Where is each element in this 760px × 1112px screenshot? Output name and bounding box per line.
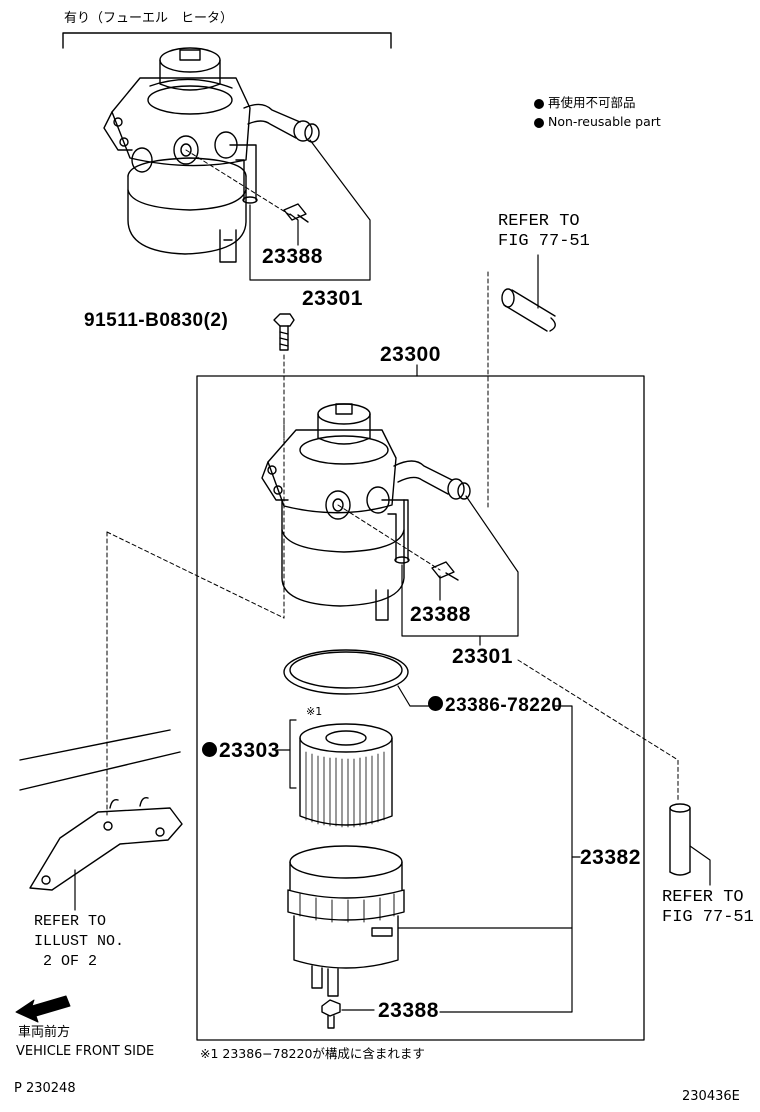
o-ring-23386: [283, 649, 409, 695]
refer-top-1: REFER TO: [498, 212, 580, 231]
variant-bracket: [62, 32, 392, 49]
leader-23386-right: [439, 705, 573, 1013]
part-23382[interactable]: 23382: [580, 846, 641, 869]
part-23303[interactable]: 23303: [202, 740, 280, 761]
figure-code: 230436E: [682, 1089, 740, 1104]
refer-illust-2: ILLUST NO.: [34, 933, 125, 950]
refer-right-2: FIG 77-51: [662, 908, 754, 927]
top-filter-assembly: [103, 47, 320, 263]
refer-pipe-top: [501, 254, 556, 332]
refer-right-1: REFER TO: [662, 888, 744, 907]
part-23388-bot[interactable]: 23388: [378, 999, 439, 1022]
legend-en: Non-reusable part: [534, 115, 661, 129]
right-refer-dash: [517, 659, 679, 801]
part-91511[interactable]: 91511-B0830(2): [84, 310, 229, 331]
bracket-dash: [106, 531, 285, 619]
non-reusable-dot-icon: [428, 696, 443, 712]
front-jp: 車両前方: [18, 1025, 71, 1040]
assembly-box-23300: [196, 375, 645, 1041]
arrow-left-icon: [15, 995, 71, 1023]
refer-illust-3: 2 OF 2: [34, 953, 98, 970]
filter-element-23303: [299, 723, 393, 828]
non-reusable-dot-icon: [534, 117, 544, 128]
vehicle-bracket: [19, 729, 183, 891]
mid-filter-assembly: [261, 403, 471, 621]
heater-variant-label: 有り（フューエル ヒータ）: [64, 11, 234, 26]
bolt-91511: [273, 313, 295, 351]
filter-bowl-23382: [287, 845, 405, 997]
footnote-marker: ※1: [306, 705, 323, 718]
top-center-dash: [185, 149, 291, 216]
leader-23388-top: [289, 213, 299, 246]
non-reusable-dot-icon: [202, 741, 217, 757]
refer-top-2: FIG 77-51: [498, 232, 590, 251]
legend-jp: 再使用不可部品: [534, 96, 636, 110]
part-23300[interactable]: 23300: [380, 343, 441, 366]
footnote: ※1 23386−78220が構成に含まれます: [200, 1046, 425, 1061]
refer-illust-1: REFER TO: [34, 913, 107, 930]
part-23388-top[interactable]: 23388: [262, 245, 323, 268]
part-23301-top[interactable]: 23301: [302, 287, 363, 310]
drain-plug-23388: [321, 999, 341, 1029]
part-23388-mid[interactable]: 23388: [410, 603, 471, 626]
front-en: VEHICLE FRONT SIDE: [16, 1044, 155, 1059]
part-23386[interactable]: 23386-78220: [428, 696, 563, 715]
leader-23301-mid: [401, 495, 519, 637]
page-code: P 230248: [14, 1081, 76, 1096]
leader-23386: [397, 685, 431, 707]
mid-center-dash: [337, 504, 441, 571]
leader-23301-top: [249, 139, 371, 281]
non-reusable-dot-icon: [534, 98, 544, 109]
refer-pipe-right: [669, 803, 711, 886]
part-23301-mid[interactable]: 23301: [452, 645, 513, 668]
bracket-23303: [289, 719, 297, 789]
